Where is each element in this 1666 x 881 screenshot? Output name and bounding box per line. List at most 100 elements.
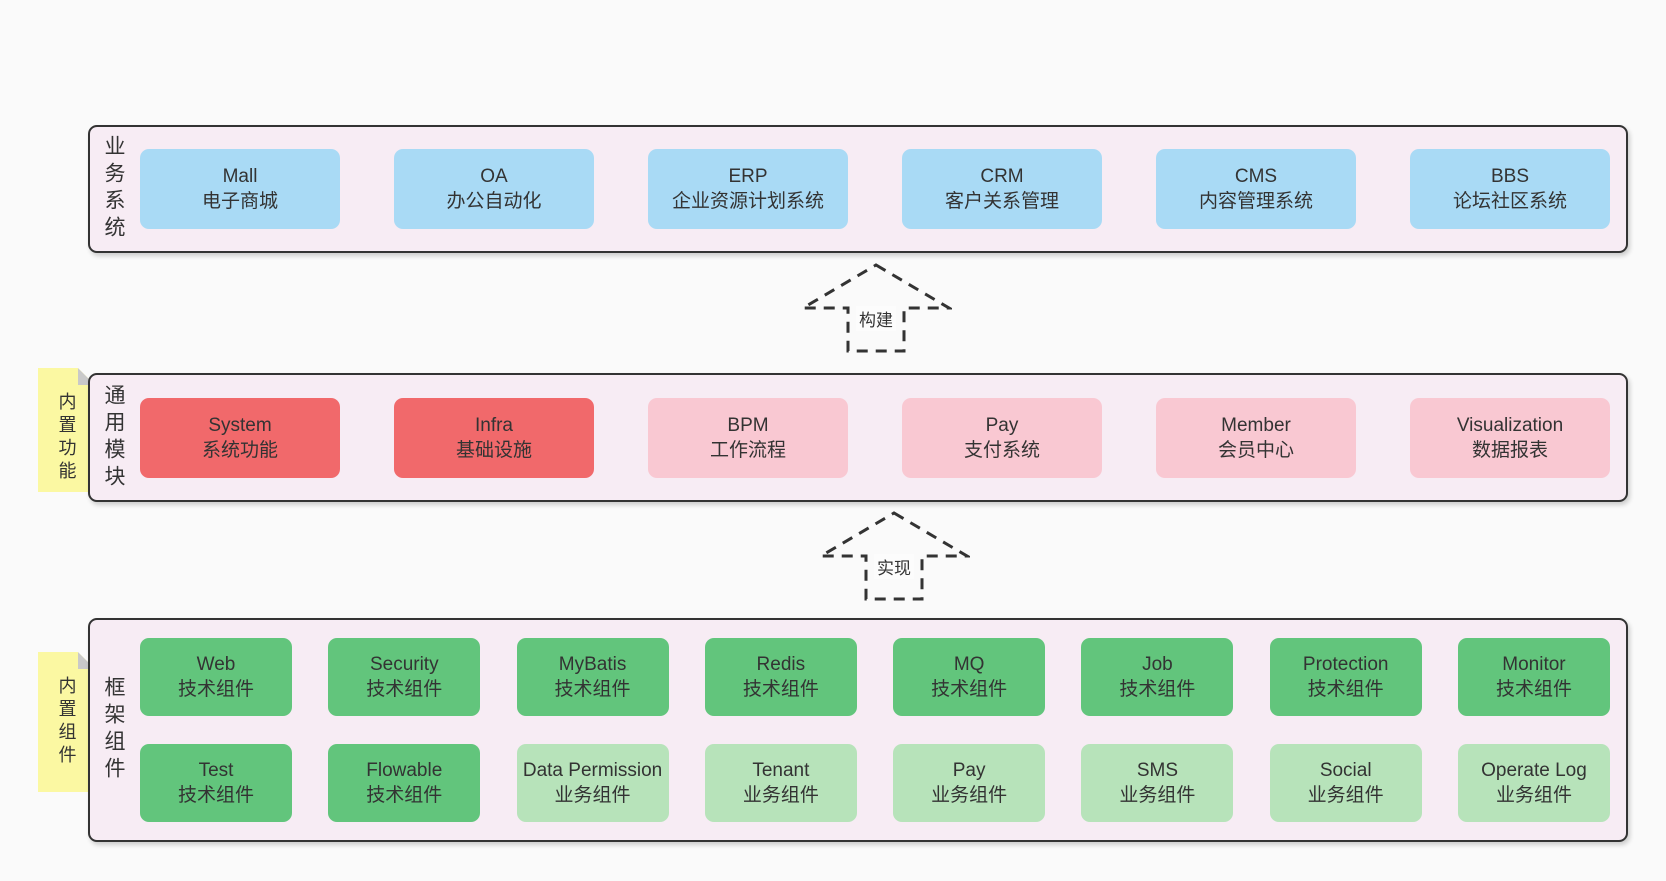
box-subtitle: 电子商城 bbox=[201, 191, 278, 212]
box-title: OA bbox=[480, 166, 508, 187]
box-subtitle: 会员中心 bbox=[1217, 439, 1294, 461]
layer-side-label: 框架组件 bbox=[90, 620, 136, 840]
box-subtitle: 业务组件 bbox=[742, 785, 819, 806]
box-subtitle: 办公自动化 bbox=[446, 191, 542, 212]
box-subtitle: 技术组件 bbox=[1307, 679, 1384, 700]
box-flowable: Flowable 技术组件 bbox=[328, 744, 481, 822]
layer-side-label: 业务系统 bbox=[90, 127, 136, 251]
layer-framework-components: 框架组件 Web 技术组件 Security 技术组件 MyBatis 技术组件… bbox=[88, 618, 1628, 842]
box-subtitle: 技术组件 bbox=[931, 679, 1008, 700]
box-title: Security bbox=[369, 654, 439, 675]
box-subtitle: 论坛社区系统 bbox=[1452, 191, 1567, 212]
box-title: CRM bbox=[980, 166, 1024, 187]
box-title: Data Permission bbox=[522, 760, 663, 781]
box-subtitle: 技术组件 bbox=[177, 679, 254, 700]
box-row: System 系统功能 Infra 基础设施 BPM 工作流程 Pay 支付系统… bbox=[140, 397, 1610, 478]
box-title: Pay bbox=[952, 760, 986, 781]
box-title: ERP bbox=[728, 166, 768, 187]
box-title: Web bbox=[196, 654, 236, 675]
box-infra: Infra 基础设施 bbox=[394, 397, 594, 478]
arrow-implement-label: 实现 bbox=[874, 554, 914, 579]
box-title: Mall bbox=[222, 166, 258, 187]
box-security: Security 技术组件 bbox=[328, 638, 481, 716]
sticky-note-label: 内置功能 bbox=[56, 392, 77, 484]
box-operate-log: Operate Log 业务组件 bbox=[1457, 744, 1610, 822]
arrow-build-label: 构建 bbox=[856, 306, 896, 331]
layer-common-modules-label: 通用模块 bbox=[102, 383, 125, 492]
box-title: Pay bbox=[985, 414, 1019, 436]
sticky-note-builtin-components: 内置组件 bbox=[38, 652, 95, 792]
layer-content: System 系统功能 Infra 基础设施 BPM 工作流程 Pay 支付系统… bbox=[136, 375, 1626, 500]
box-subtitle: 技术组件 bbox=[366, 679, 443, 700]
box-tenant: Tenant 业务组件 bbox=[704, 744, 857, 822]
box-subtitle: 工作流程 bbox=[709, 439, 786, 461]
box-subtitle: 系统功能 bbox=[201, 439, 278, 461]
box-subtitle: 技术组件 bbox=[366, 785, 443, 806]
box-job: Job 技术组件 bbox=[1081, 638, 1234, 716]
box-subtitle: 支付系统 bbox=[963, 439, 1040, 461]
layer-common-modules: 通用模块 System 系统功能 Infra 基础设施 BPM 工作流程 Pay bbox=[88, 373, 1628, 502]
box-subtitle: 业务组件 bbox=[554, 785, 631, 806]
box-subtitle: 业务组件 bbox=[931, 785, 1008, 806]
arrow-build: 构建 bbox=[800, 262, 952, 354]
box-subtitle: 数据报表 bbox=[1471, 439, 1548, 461]
box-erp: ERP 企业资源计划系统 bbox=[648, 149, 848, 229]
box-subtitle: 技术组件 bbox=[177, 785, 254, 806]
box-subtitle: 技术组件 bbox=[1495, 679, 1572, 700]
box-member: Member 会员中心 bbox=[1156, 397, 1356, 478]
box-mybatis: MyBatis 技术组件 bbox=[516, 638, 669, 716]
sticky-note-label: 内置组件 bbox=[56, 676, 77, 768]
box-title: Operate Log bbox=[1481, 760, 1587, 781]
box-sms: SMS 业务组件 bbox=[1081, 744, 1234, 822]
box-title: Flowable bbox=[366, 760, 443, 781]
box-crm: CRM 客户关系管理 bbox=[902, 149, 1102, 229]
box-title: Protection bbox=[1302, 654, 1389, 675]
box-title: Monitor bbox=[1502, 654, 1566, 675]
box-title: BPM bbox=[727, 414, 769, 436]
box-subtitle: 内容管理系统 bbox=[1198, 191, 1313, 212]
box-row: Test 技术组件 Flowable 技术组件 Data Permission … bbox=[140, 744, 1610, 822]
box-subtitle: 技术组件 bbox=[554, 679, 631, 700]
up-arrow-dashed-icon bbox=[800, 263, 952, 353]
box-monitor: Monitor 技术组件 bbox=[1457, 638, 1610, 716]
box-title: Social bbox=[1319, 760, 1372, 781]
box-social: Social 业务组件 bbox=[1269, 744, 1422, 822]
box-row: Mall 电子商城 OA 办公自动化 ERP 企业资源计划系统 CRM 客户关系… bbox=[140, 149, 1610, 229]
box-title: Redis bbox=[756, 654, 806, 675]
box-subtitle: 业务组件 bbox=[1307, 785, 1384, 806]
box-visualization: Visualization 数据报表 bbox=[1410, 397, 1610, 478]
box-bpm: BPM 工作流程 bbox=[648, 397, 848, 478]
box-bbs: BBS 论坛社区系统 bbox=[1410, 149, 1610, 229]
box-title: Test bbox=[198, 760, 234, 781]
box-protection: Protection 技术组件 bbox=[1269, 638, 1422, 716]
layer-business-systems-label: 业务系统 bbox=[102, 135, 125, 243]
box-cms: CMS 内容管理系统 bbox=[1156, 149, 1356, 229]
box-mq: MQ 技术组件 bbox=[893, 638, 1046, 716]
box-subtitle: 企业资源计划系统 bbox=[671, 191, 824, 212]
box-row: Web 技术组件 Security 技术组件 MyBatis 技术组件 Redi… bbox=[140, 638, 1610, 716]
box-title: MyBatis bbox=[558, 654, 627, 675]
layer-business-systems: 业务系统 Mall 电子商城 OA 办公自动化 ERP 企业资源计划系统 CRM bbox=[88, 125, 1628, 253]
sticky-note-builtin-features: 内置功能 bbox=[38, 368, 95, 492]
box-web: Web 技术组件 bbox=[140, 638, 292, 716]
box-title: Job bbox=[1142, 654, 1173, 675]
box-title: MQ bbox=[953, 654, 985, 675]
box-title: CMS bbox=[1234, 166, 1278, 187]
layer-content: Web 技术组件 Security 技术组件 MyBatis 技术组件 Redi… bbox=[136, 620, 1626, 840]
box-subtitle: 客户关系管理 bbox=[944, 191, 1059, 212]
box-title: Tenant bbox=[752, 760, 810, 781]
box-title: SMS bbox=[1136, 760, 1178, 781]
box-title: Member bbox=[1221, 414, 1291, 436]
box-title: System bbox=[208, 414, 272, 436]
up-arrow-dashed-icon bbox=[818, 511, 970, 601]
box-title: Infra bbox=[474, 414, 514, 436]
box-title: BBS bbox=[1490, 166, 1530, 187]
box-pay-business: Pay 业务组件 bbox=[893, 744, 1046, 822]
arrow-implement: 实现 bbox=[818, 510, 970, 602]
box-data-permission: Data Permission 业务组件 bbox=[516, 744, 669, 822]
box-subtitle: 业务组件 bbox=[1495, 785, 1572, 806]
layer-content: Mall 电子商城 OA 办公自动化 ERP 企业资源计划系统 CRM 客户关系… bbox=[136, 127, 1626, 251]
box-title: Visualization bbox=[1456, 414, 1564, 436]
box-subtitle: 技术组件 bbox=[742, 679, 819, 700]
box-subtitle: 基础设施 bbox=[455, 439, 532, 461]
